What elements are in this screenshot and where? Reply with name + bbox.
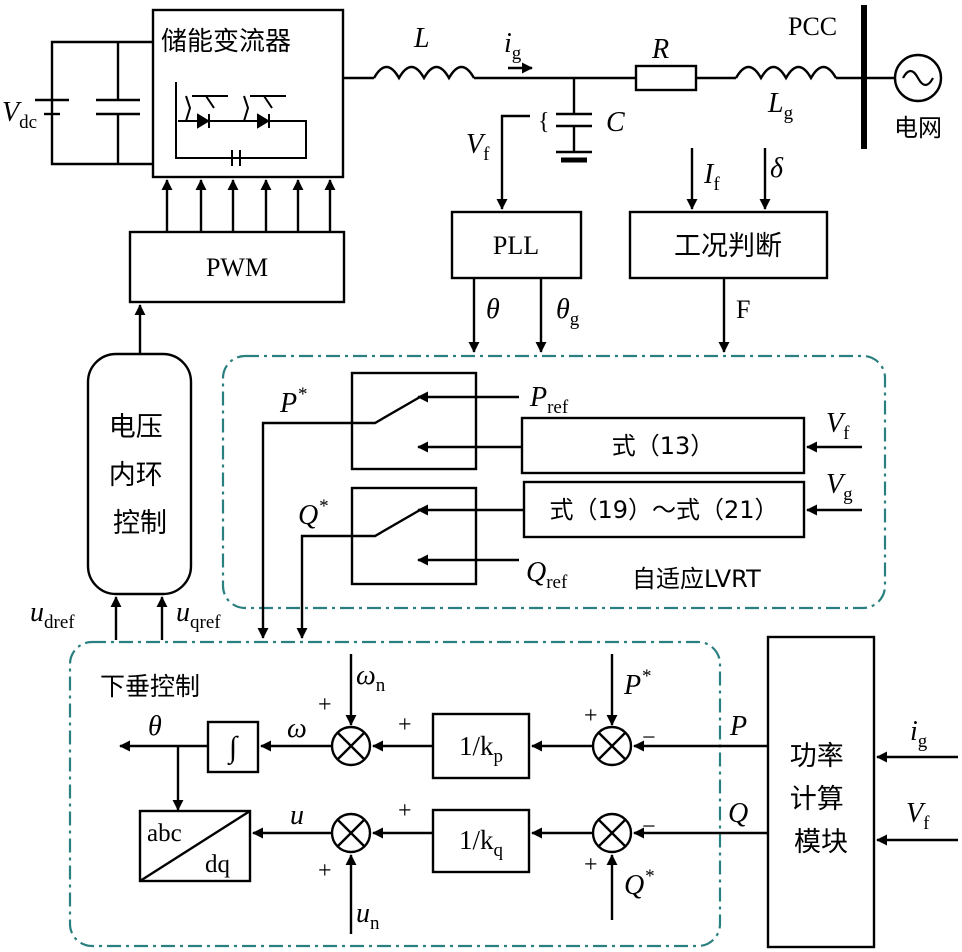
pstar-label: P* [279,384,307,419]
ig-input-label: ig [910,716,928,752]
udref-label: udref [30,597,75,633]
vdc-label: Vdc [2,97,37,133]
inv-kq-block [431,808,531,874]
p-selector-switch [350,371,478,471]
ig-label: ig [504,28,522,64]
grid-source-icon [893,53,943,103]
converter-box [151,8,345,179]
dc-source [35,40,153,166]
pwm-label: PWM [206,253,268,282]
qstar-to-droop-arrow [296,534,352,639]
pwm-gate-arrows [161,179,336,232]
theta-output-label: θ [148,711,162,742]
omega-n-label: ωn [356,660,386,696]
q-error-summing-junction [591,812,633,854]
omega-sum-plus-right: + [398,712,412,738]
q-sum-plus: + [584,852,598,878]
eq13-block [520,416,806,475]
droop-region-label: 下垂控制 [100,672,200,701]
igbt-switch-icon [175,82,307,166]
vf-input-label: Vf [826,408,850,444]
filter-capacitor [556,78,592,163]
p-sum-plus: + [584,703,598,729]
pll-block [450,210,583,280]
p-switch-contacts [352,391,522,453]
p-feedback-label: P [729,711,747,742]
p-sum-minus: − [642,725,656,751]
if-label: If [703,159,720,195]
converter-title: 储能变流器 [161,27,291,57]
pstar-droop-label: P* [623,666,651,701]
lg-label: Lg [767,88,794,124]
grid-line [343,5,894,149]
dq-label: dq [205,851,231,878]
u-sum-plus-bottom: + [318,858,332,884]
power-calc-block [766,635,876,949]
voltage-loop-block [86,352,193,596]
capacitor-c-label: C [606,107,625,138]
measure-brace: { [538,109,550,135]
eq19-21-block [522,480,806,539]
f-label: F [736,295,750,324]
inv-kp-block [431,712,531,780]
lvrt-region [221,354,887,610]
theta-g-label: θg [556,294,580,330]
p-error-summing-junction [591,725,633,767]
vf-measure-label: Vf [466,129,490,165]
u-summing-junction [330,812,372,854]
pwm-block [128,230,346,304]
resistor-r-label: R [651,34,669,65]
mode-judge-block [628,210,829,280]
u-label: u [290,800,304,831]
abc-label: abc [147,820,182,847]
pstar-to-droop-arrow [257,421,352,639]
inv-kq-label: 1/kq [459,825,504,861]
qstar-label: Q* [298,496,328,531]
lvrt-region-label: 自适应LVRT [632,565,761,593]
droop-region [68,640,722,948]
integrator-label: ∫ [227,731,239,766]
uqref-label: uqref [176,597,221,633]
inv-kp-label: 1/kp [459,731,503,767]
q-switch-contacts [352,504,524,566]
voltage-loop-label: 电压 内环 控制 [109,412,172,539]
inductor-l-label: L [413,23,430,54]
vf-to-pll-arrow [496,114,530,210]
delta-label: δ [770,153,784,184]
transform-diagonal [139,809,251,883]
eq13-label: 式（13） [612,432,715,460]
q-feedback-label: Q [728,798,748,829]
integrator-block [206,720,260,774]
q-sum-minus: − [642,814,656,840]
un-label: un [356,898,380,934]
qref-label: Qref [526,557,568,593]
pll-label: PLL [493,231,539,260]
u-sum-plus-right: + [398,798,412,824]
omega-sum-plus-top: + [318,692,332,718]
vg-input-label: Vg [826,469,853,505]
qstar-droop-label: Q* [624,866,654,901]
eq19-21-label: 式（19）～式（21） [549,496,778,524]
pref-label: Pref [529,382,569,418]
vf-power-input-label: Vf [906,798,930,834]
grid-label: 电网 [894,114,942,142]
mode-judge-label: 工况判断 [674,231,782,262]
omega-label: ω [287,713,307,744]
power-calc-label: 功率 计算 模块 [790,741,853,858]
omega-summing-junction [330,725,372,767]
theta-pll-label: θ [486,294,500,325]
pcc-label: PCC [788,12,837,41]
